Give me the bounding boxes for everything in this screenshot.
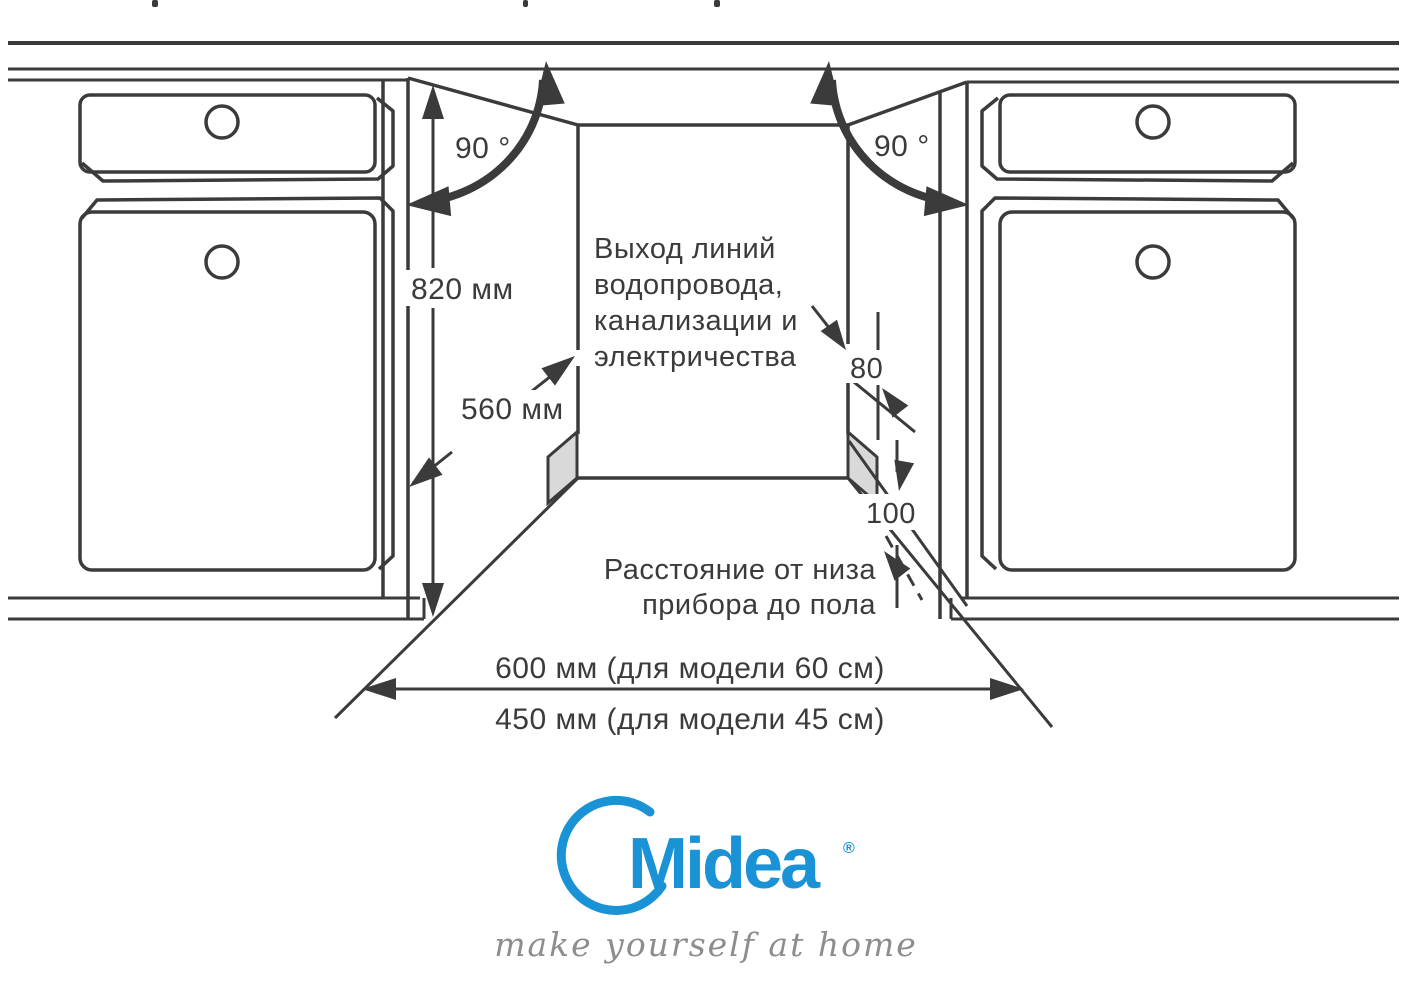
angle-left-label: 90 ° [455, 132, 511, 165]
niche-width-60-label: 600 мм (для модели 60 см) [495, 652, 885, 685]
door-swing-left: 90 ° [406, 61, 565, 217]
installation-niche [333, 76, 1054, 728]
brand-wordmark: Midea [628, 824, 821, 904]
floor-baseboard [8, 596, 1399, 621]
floor-note-line: прибора до пола [642, 589, 876, 621]
cabinet-right [938, 82, 1297, 619]
utilities-note-line: канализации и [594, 305, 798, 337]
door-knob [204, 244, 240, 280]
door-swing-right: 90 ° [810, 61, 969, 217]
niche-depth-label: 560 мм [461, 393, 564, 426]
logo-swoosh-icon [556, 795, 667, 915]
cabinet-right-door-bevel [980, 196, 1295, 571]
dimension-clearances: 80 100 [845, 312, 969, 608]
utilities-note: Выход линий водопровода, канализации и э… [594, 233, 846, 373]
utility-panel-left [546, 428, 579, 507]
utilities-offset-label: 80 [850, 353, 883, 385]
brand-logo: Midea ® make yourself at home [494, 795, 918, 964]
cabinet-right-door [998, 210, 1297, 572]
utility-panel-right [846, 428, 879, 507]
cabinet-left [78, 78, 410, 619]
dimension-niche-depth: 560 мм [409, 356, 575, 487]
bottom-clearance-label: 100 [866, 498, 916, 530]
registered-mark: ® [843, 840, 855, 857]
utilities-note-line: Выход линий [594, 233, 776, 265]
drawer-knob [204, 104, 240, 140]
cabinet-left-drawer-bevel [80, 96, 395, 183]
floor-distance-note: Расстояние от низа прибора до пола [604, 554, 877, 621]
countertop [8, 41, 1399, 84]
utilities-note-line: водопровода, [594, 269, 783, 301]
niche-width-45-label: 450 мм (для модели 45 см) [495, 703, 885, 736]
utilities-note-line: электричества [594, 341, 797, 373]
brand-tagline: make yourself at home [494, 925, 918, 964]
dimension-niche-width: 600 мм (для модели 60 см) 450 мм (для мо… [362, 652, 1024, 736]
niche-height-label: 820 мм [411, 273, 514, 306]
cabinet-right-drawer-bevel [980, 96, 1295, 183]
cropped-heading-fragments [152, 0, 720, 7]
cabinet-left-door [78, 210, 377, 572]
floor-note-line: Расстояние от низа [604, 554, 877, 586]
dimension-niche-height: 820 мм [403, 85, 521, 617]
angle-right-label: 90 ° [874, 130, 930, 163]
drawer-knob [1135, 104, 1171, 140]
cabinet-left-drawer [78, 93, 377, 174]
cabinet-right-drawer [998, 93, 1297, 174]
cabinet-left-door-bevel [80, 196, 395, 571]
door-knob [1135, 244, 1171, 280]
